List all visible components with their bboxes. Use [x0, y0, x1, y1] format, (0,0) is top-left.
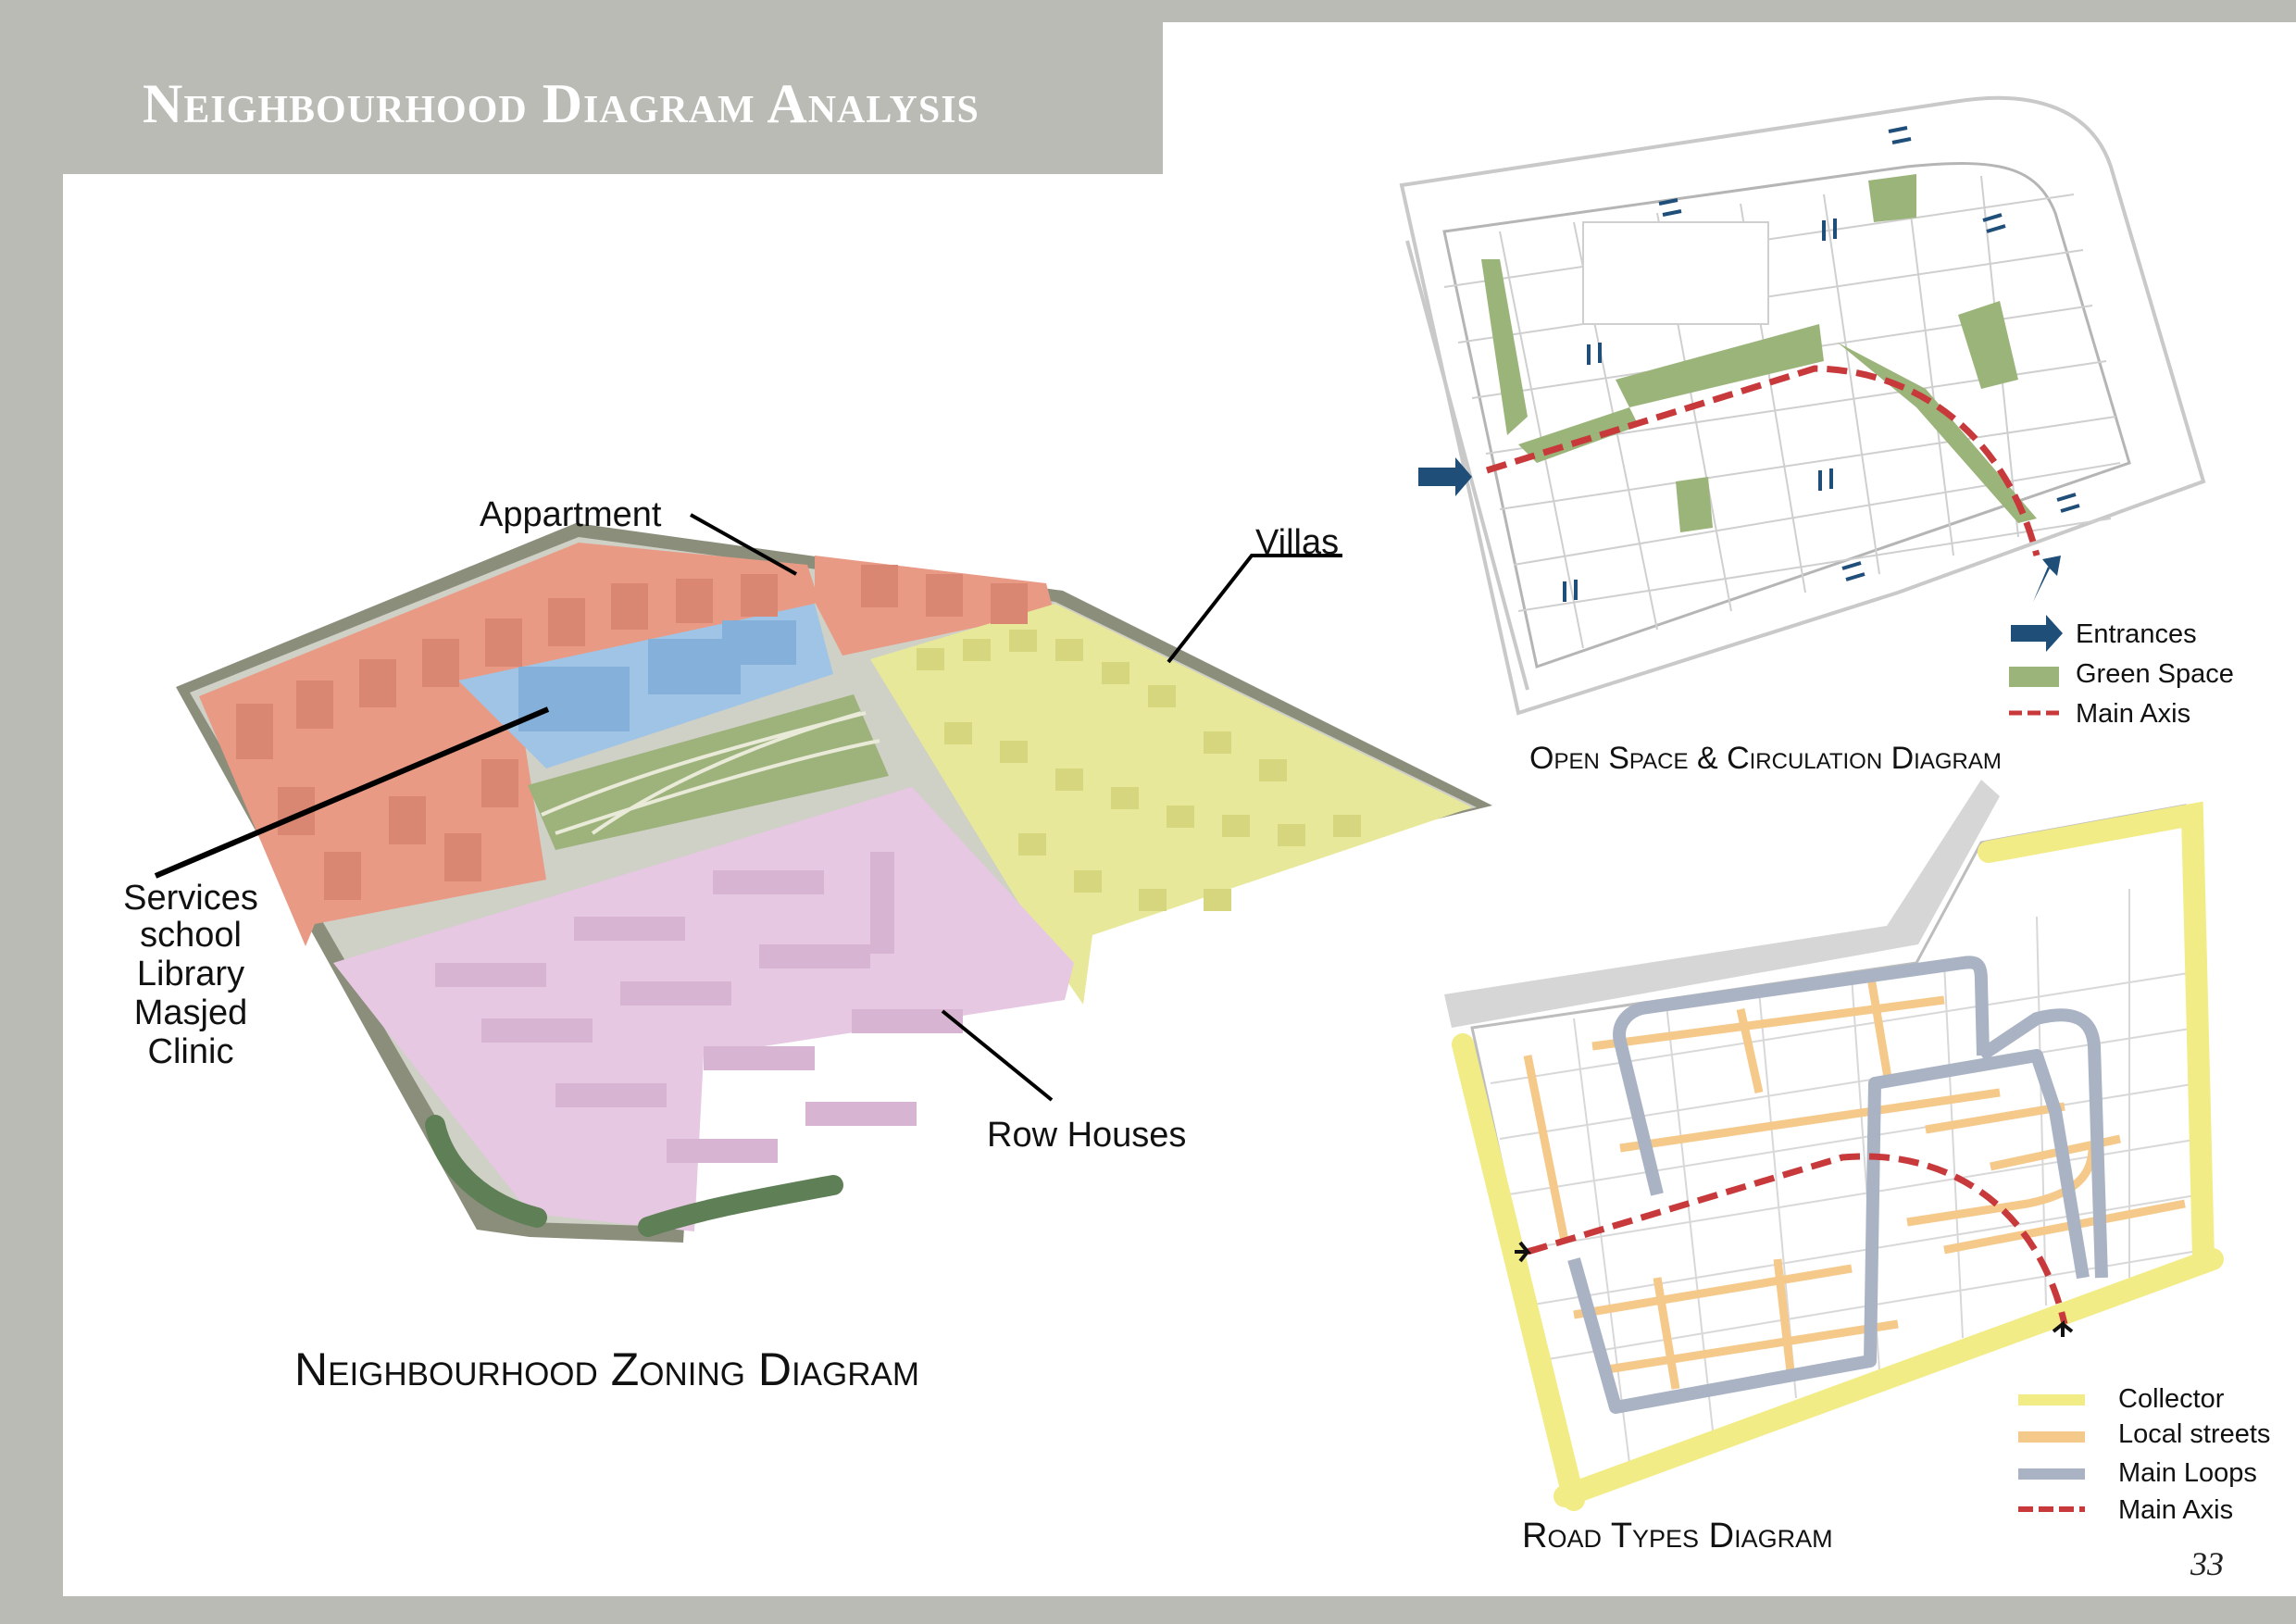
- road-types-legend: Collector Local streets Main Loops Main …: [2018, 1384, 2270, 1525]
- legend-main-axis: Main Axis: [2118, 1495, 2233, 1525]
- page-number: 33: [2190, 1544, 2224, 1583]
- legend-main-loops: Main Loops: [2118, 1458, 2257, 1488]
- legend-local-streets: Local streets: [2118, 1419, 2270, 1449]
- road-types-caption: Road Types Diagram: [1522, 1517, 1833, 1556]
- legend-collector: Collector: [2118, 1384, 2225, 1414]
